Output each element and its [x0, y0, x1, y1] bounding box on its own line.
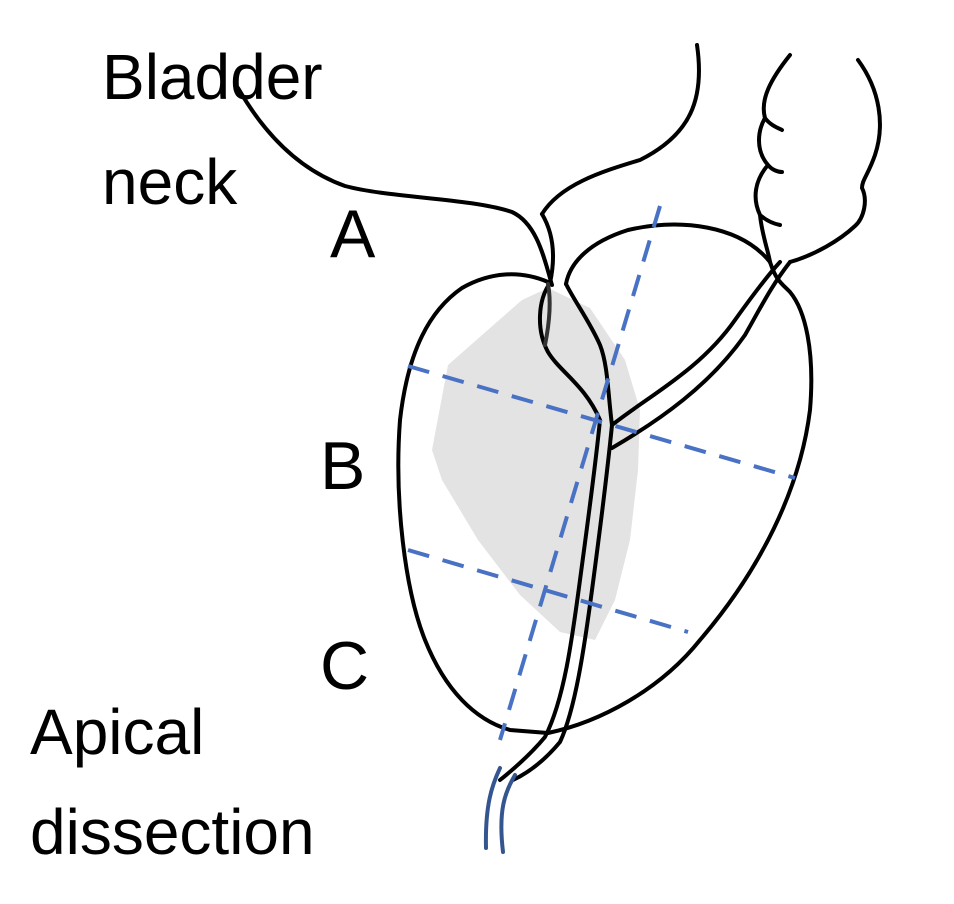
dashed-line-lower — [407, 548, 689, 634]
seminal-vesicle — [753, 53, 882, 264]
urethra-inner-line — [543, 282, 552, 347]
label-apical-line1: Apical — [30, 696, 205, 768]
dashed-line-upper — [407, 364, 796, 480]
gland-left-contour — [396, 272, 550, 735]
urethra-right-wall — [511, 43, 702, 782]
label-zone-b: B — [320, 428, 366, 504]
dashed-line-vertical — [498, 205, 662, 741]
dashed-lines — [407, 205, 796, 741]
label-zone-c: C — [320, 628, 370, 704]
urethra-stub — [483, 766, 517, 854]
bladder-neck-line — [236, 86, 554, 287]
label-zone-a: A — [330, 196, 376, 272]
ejaculatory-duct-outer — [610, 260, 782, 427]
label-bladder-neck-line2: neck — [102, 146, 238, 218]
shaded-region — [432, 288, 640, 640]
gland-right-contour — [546, 260, 814, 735]
median-lobe-contour — [564, 222, 772, 286]
ejaculatory-duct-inner — [610, 260, 792, 450]
label-apical-line2: dissection — [30, 796, 315, 868]
label-bladder-neck-line1: Bladder — [102, 41, 323, 113]
